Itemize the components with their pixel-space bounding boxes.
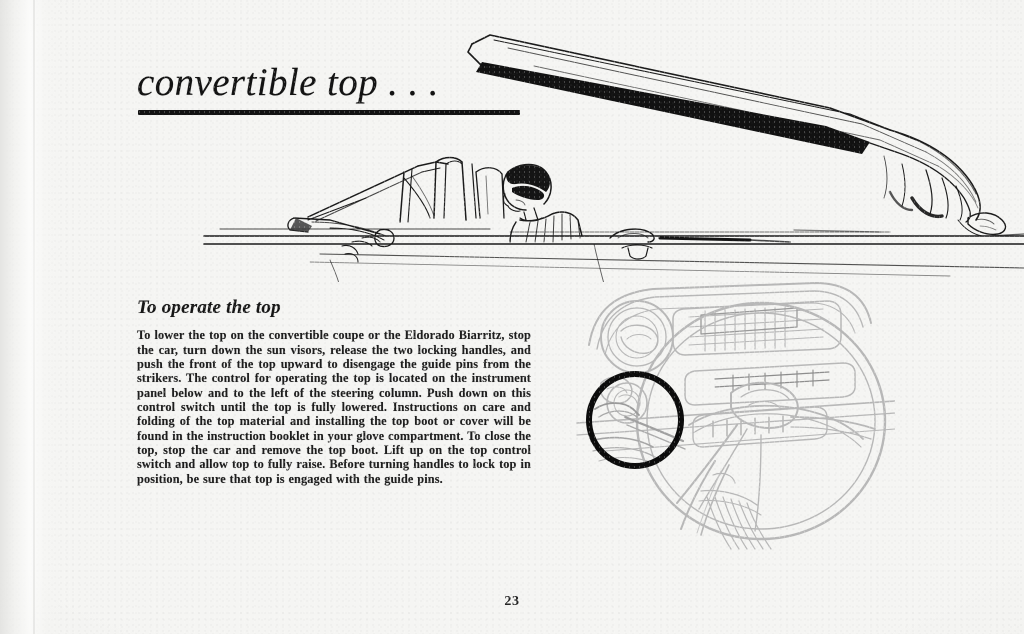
section-body-text: To lower the top on the convertible coup… (137, 328, 531, 486)
convertible-illustration (190, 22, 1024, 282)
binding-gutter-shadow (0, 0, 62, 634)
title-underline (138, 110, 520, 115)
page-number: 23 (504, 594, 520, 609)
dashboard-illustration (565, 275, 895, 550)
page-title: convertible top . . . (137, 61, 439, 104)
highlight-circle (586, 371, 684, 469)
section-subheading: To operate the top (137, 296, 281, 318)
